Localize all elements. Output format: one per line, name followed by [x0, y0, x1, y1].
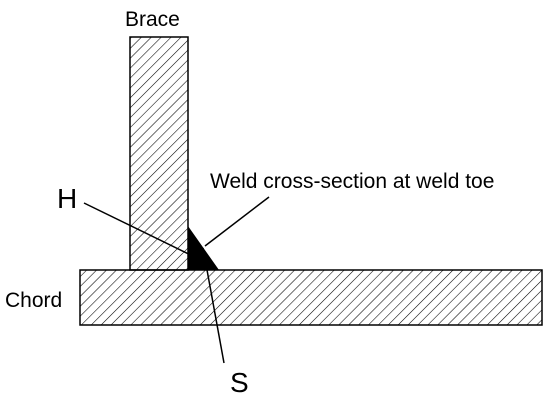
h-label: H: [57, 183, 77, 214]
brace-member: [129, 36, 189, 271]
chord-label: Chord: [5, 289, 62, 312]
weld-label: Weld cross-section at weld toe: [210, 170, 494, 193]
chord-member: [79, 269, 543, 326]
brace-label: Brace: [125, 8, 180, 31]
s-leader-line: [202, 247, 225, 364]
s-label: S: [230, 367, 249, 398]
h-leader-line: [83, 202, 206, 263]
weld-leader-line: [204, 196, 270, 247]
